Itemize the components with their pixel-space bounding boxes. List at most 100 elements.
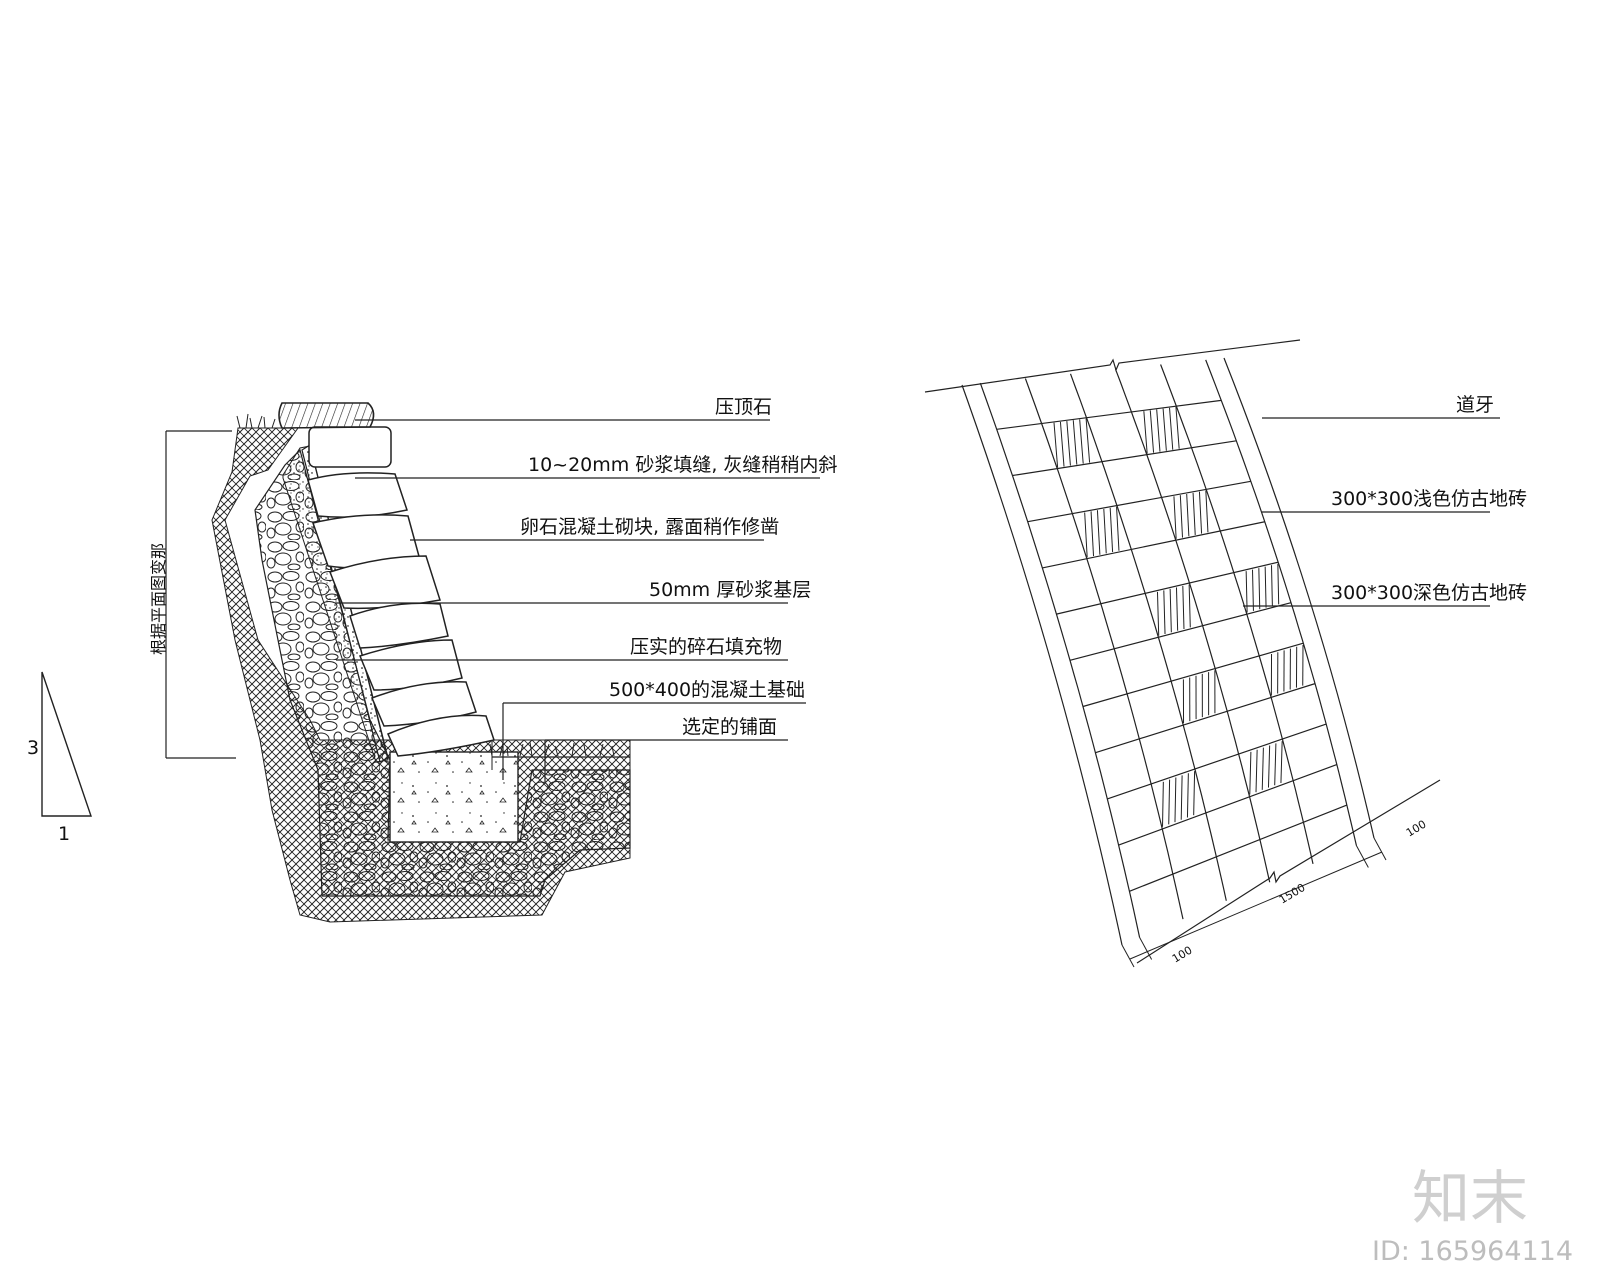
dimension-tick <box>1355 845 1369 868</box>
tile-row-line <box>1129 804 1348 892</box>
section-labels: 压顶石 10~20mm 砂浆填缝, 灰缝稍稍内斜 卵石混凝土砌块, 露面稍作修凿… <box>520 396 837 738</box>
width-dimension-line <box>1129 851 1383 960</box>
tile-row-line <box>1118 763 1338 846</box>
tile-column-line <box>1114 368 1271 883</box>
watermark-brand: 知末 <box>1412 1164 1528 1232</box>
compacted-soil <box>211 427 631 923</box>
watermark-id: ID: 165964114 <box>1372 1236 1573 1267</box>
grass-tufts <box>236 413 615 757</box>
dark-tile-hatch <box>1261 747 1264 790</box>
dark-tile-hatch <box>1180 775 1183 820</box>
dark-tile-hatch <box>1186 773 1189 818</box>
dark-tile-hatch <box>1267 745 1271 788</box>
top-block <box>308 426 392 468</box>
tile-grid <box>961 357 1387 968</box>
plan-labels: 道牙 300*300浅色仿古地砖 300*300深色仿古地砖 <box>1331 394 1527 604</box>
dark-tile-hatch <box>1271 565 1273 606</box>
retaining-wall-section: 根据平面图变那 <box>149 402 631 923</box>
cobble-concrete-blocks <box>307 426 495 757</box>
dark-tile-hatch <box>1072 420 1078 465</box>
dark-tile-hatch <box>1079 419 1084 464</box>
curb-right-outer <box>1223 357 1375 839</box>
dark-tile-hatch <box>1251 569 1254 611</box>
dark-tile-hatch <box>1143 411 1148 454</box>
dark-tile-hatch <box>1274 743 1277 786</box>
tile-row-line <box>1027 480 1251 523</box>
slope-run: 1 <box>58 823 70 845</box>
dark-tile-hatch <box>1182 585 1185 630</box>
dark-tile-hatch <box>1205 490 1209 533</box>
dark-tile-hatch <box>1175 406 1180 449</box>
dimension-tick <box>1121 944 1135 968</box>
dark-tile-hatch <box>1109 507 1114 553</box>
dark-tile-hatch <box>1188 584 1191 628</box>
dark-tile-hatch <box>1277 563 1280 605</box>
dark-tile-hatch <box>1186 493 1190 537</box>
slope-rise: 3 <box>27 737 39 759</box>
label-mortar-base: 50mm 厚砂浆基层 <box>649 579 811 601</box>
label-coping-stone: 压顶石 <box>715 396 772 418</box>
dark-tile-hatch <box>1173 496 1177 539</box>
dark-tile-hatch <box>1156 409 1161 452</box>
dark-tile-hatch <box>1169 407 1174 450</box>
coping-stone <box>278 402 375 429</box>
dark-tile-hatch <box>1096 510 1101 555</box>
dark-tile-hatch <box>1163 590 1166 634</box>
dark-tile-hatch <box>1116 506 1120 551</box>
dark-tile-hatch <box>1280 741 1283 783</box>
label-paving: 选定的铺面 <box>682 716 777 738</box>
dark-tile-hatch <box>1179 495 1184 538</box>
vertical-note: 根据平面图变那 <box>149 543 168 655</box>
dark-tile-hatch <box>1168 779 1171 825</box>
dark-tile-hatch <box>1162 781 1164 827</box>
dark-tile-hatch <box>1085 418 1091 463</box>
dimension-tick <box>1139 937 1153 960</box>
dark-tile-hatch <box>1249 751 1252 795</box>
tile-row-line <box>1056 561 1279 615</box>
curb-left-outer <box>961 384 1123 946</box>
dark-tile-hatch <box>1053 422 1059 468</box>
dark-tile-hatch <box>1193 771 1196 816</box>
label-cobble-block: 卵石混凝土砌块, 露面稍作修凿 <box>520 516 779 538</box>
dark-tile-hatch <box>1162 408 1167 451</box>
slope-indicator: 3 1 <box>27 671 92 845</box>
dark-tile-hatch <box>1175 587 1179 631</box>
watermark: 知末 ID: 165964114 <box>1372 1164 1573 1267</box>
plan-dimensions: 1500 100 100 <box>1170 818 1429 966</box>
tile-column-line <box>1024 378 1184 920</box>
tile-row-line <box>996 399 1222 430</box>
dark-tile-hatch <box>1264 566 1267 608</box>
dark-tile-hatch <box>1103 508 1107 554</box>
tile-row-line <box>1082 642 1304 708</box>
dark-tile-hatch <box>1156 591 1160 636</box>
dark-tile-hatch <box>1084 512 1088 558</box>
tile-row-line <box>1012 440 1237 477</box>
dark-tile-hatch <box>1090 511 1095 557</box>
label-concrete-footing: 500*400的混凝土基础 <box>609 679 805 701</box>
label-gravel-fill: 压实的碎石填充物 <box>630 636 782 658</box>
paving-plan <box>924 339 1441 968</box>
plan-leaders <box>1243 417 1500 607</box>
dark-tile-hatch <box>1066 420 1071 466</box>
tile-row-line <box>1042 521 1265 569</box>
dark-tile-hatch <box>1198 491 1203 534</box>
dim-curb-right: 100 <box>1404 818 1429 840</box>
dark-tile-hatch <box>1059 421 1065 467</box>
label-light-tile: 300*300浅色仿古地砖 <box>1331 488 1527 510</box>
label-mortar-joint: 10~20mm 砂浆填缝, 灰缝稍稍内斜 <box>528 454 837 476</box>
curb-left-inner <box>979 382 1141 938</box>
dark-tile-hatch <box>1174 777 1177 823</box>
tile-row-line <box>1095 683 1316 754</box>
dark-tile-hatch <box>1169 588 1172 633</box>
dim-curb-left: 100 <box>1170 944 1195 966</box>
dim-total-width: 1500 <box>1277 881 1308 907</box>
dark-tile-hatch <box>1149 410 1155 453</box>
dark-tile-hatch <box>1258 568 1261 610</box>
dark-tile-hatch <box>1192 492 1196 535</box>
section-leaders <box>335 419 820 782</box>
tile-row-line <box>1107 723 1327 800</box>
dimension-tick <box>1373 837 1387 861</box>
dark-tile-hatch <box>1255 749 1258 793</box>
label-dark-tile: 300*300深色仿古地砖 <box>1331 582 1527 604</box>
